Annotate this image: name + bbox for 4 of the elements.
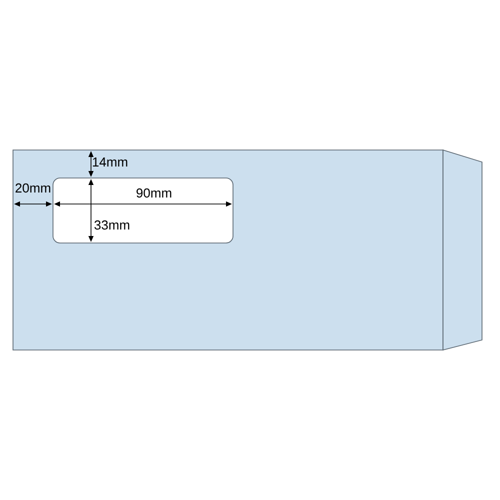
dimension-label: 14mm [92,158,128,166]
dimension-label: 90mm [136,188,172,198]
dimension-label: 20mm [16,183,50,193]
dimension-label: 33mm [94,220,130,230]
